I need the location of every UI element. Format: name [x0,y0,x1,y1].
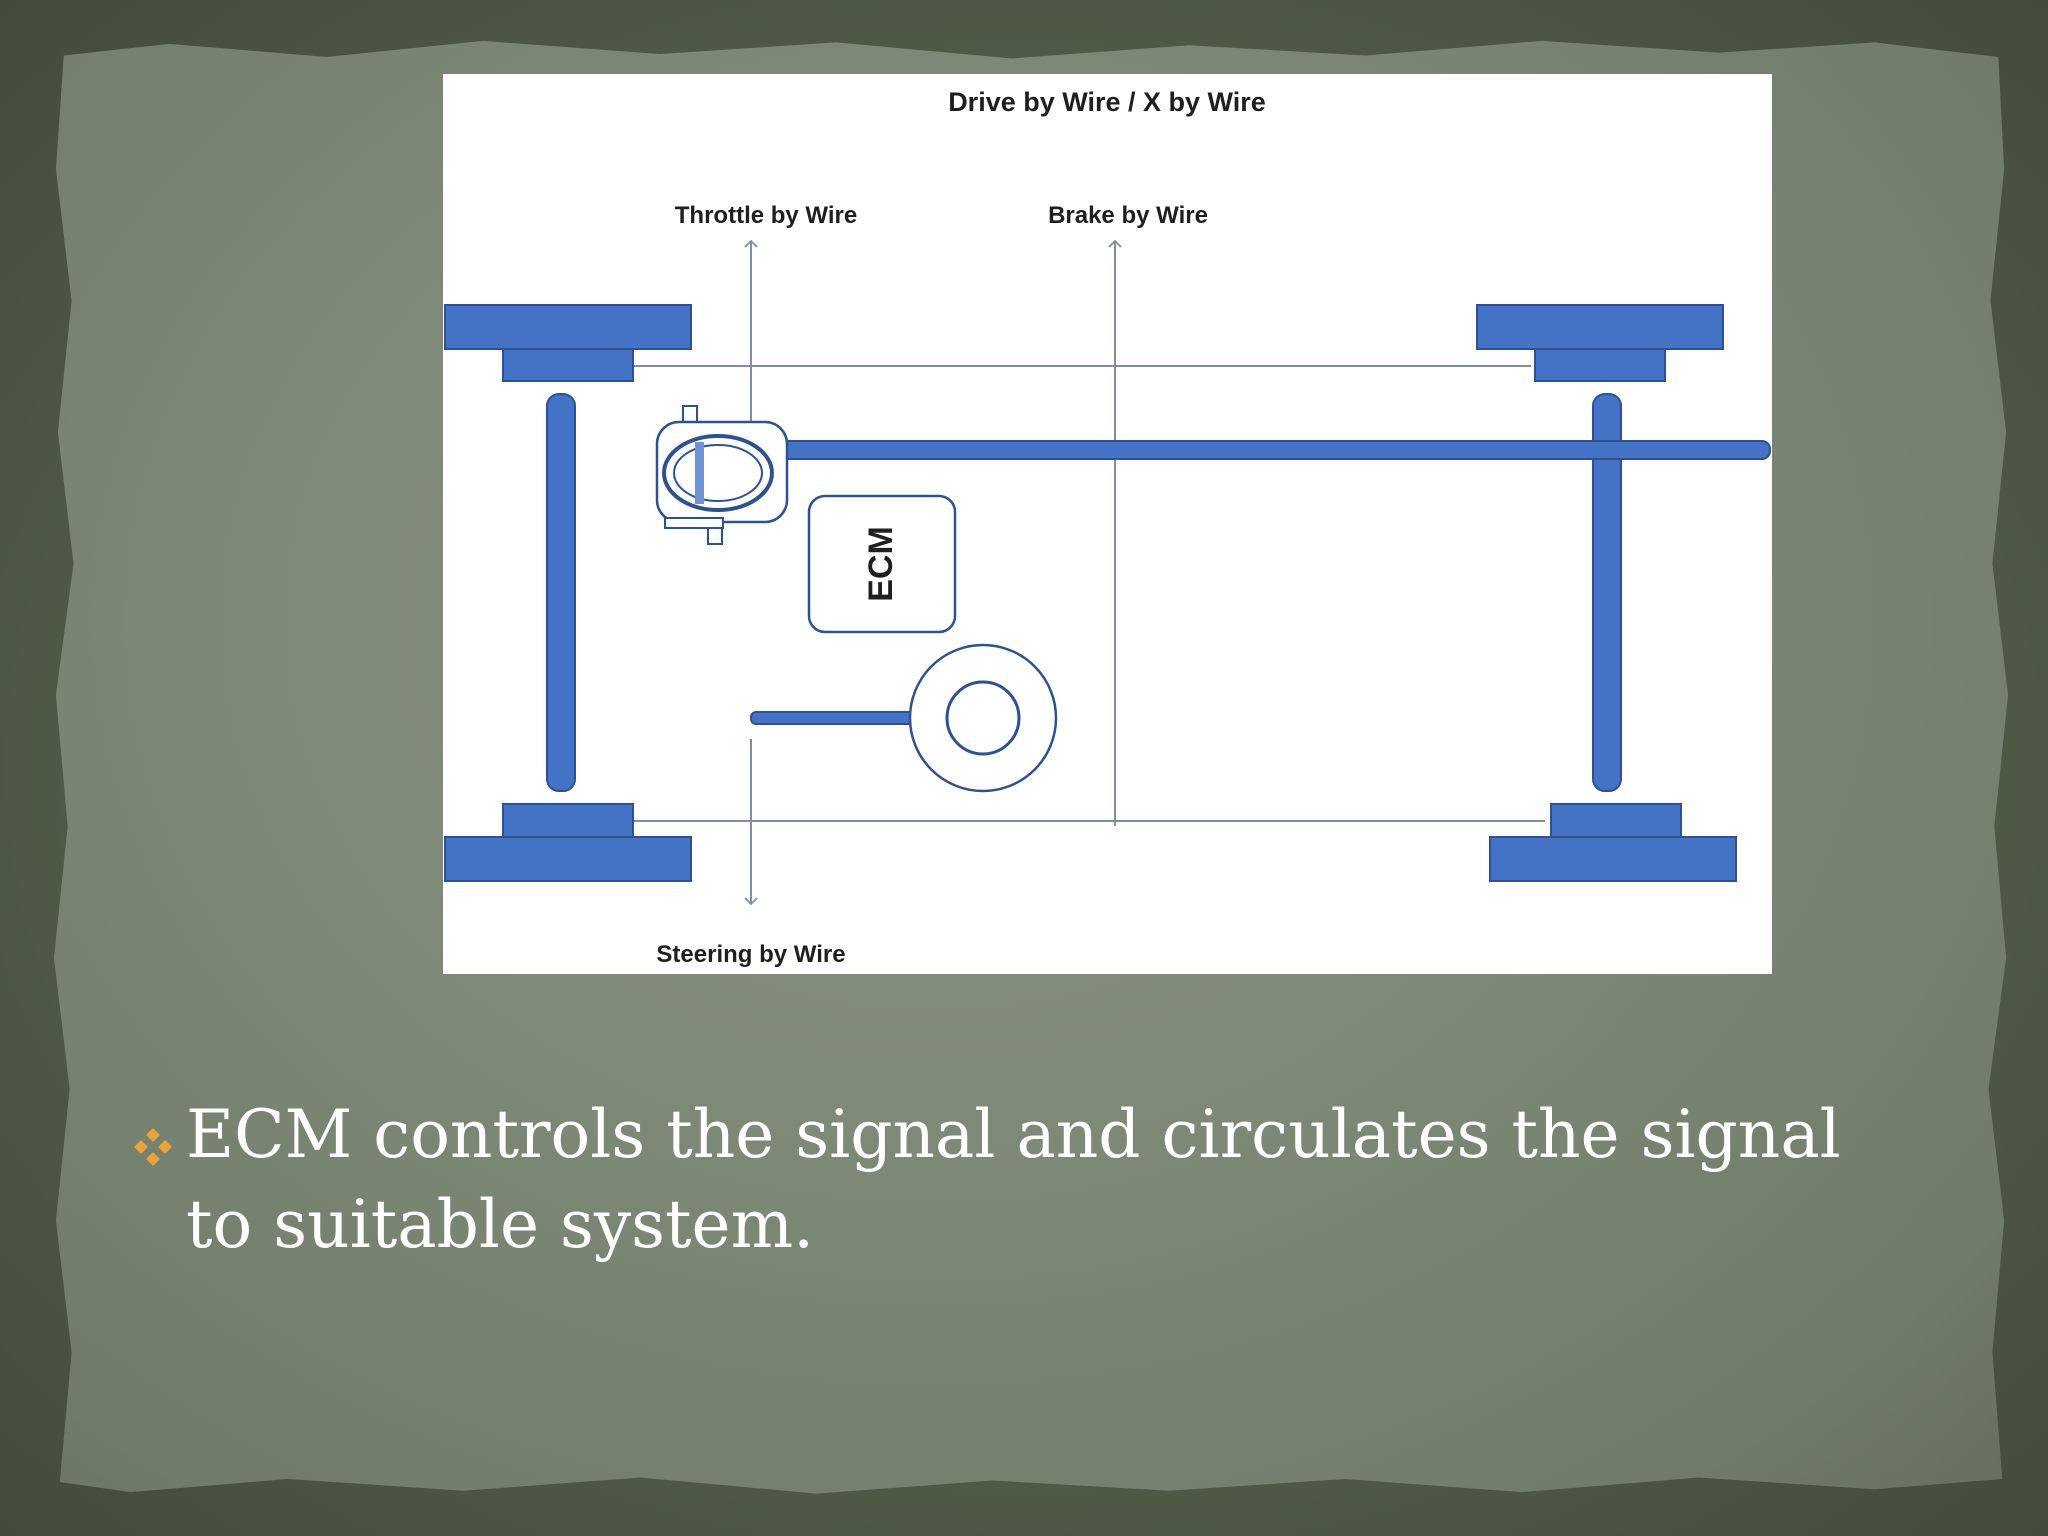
rear-left-wheel [444,803,692,882]
steering-wheel [908,643,1058,793]
left-axle [546,393,576,792]
rear-right-wheel [1489,803,1737,882]
diamond-cluster-icon [134,1128,172,1166]
bullet-text: ECM controls the signal and circulates t… [186,1096,1841,1263]
front-left-wheel [444,304,692,382]
steering-rod [750,711,927,725]
brake-by-wire-label: Brake by Wire [1048,202,1208,229]
diagram-title: Drive by Wire / X by Wire [948,87,1266,117]
ecm-label: ECM [862,526,900,602]
throttle-body [655,405,789,545]
bullet-point: ECM controls the signal and circulates t… [128,1090,1948,1270]
drive-shaft [764,440,1771,460]
front-right-wheel [1476,304,1724,382]
ecm-module: ECM [807,494,957,634]
throttle-by-wire-label: Throttle by Wire [675,202,857,229]
steering-by-wire-label: Steering by Wire [656,941,845,968]
right-axle [1592,393,1622,792]
diagram-canvas: Drive by Wire / X by Wire Throttle by Wi… [444,87,1771,968]
drive-by-wire-diagram: Drive by Wire / X by Wire Throttle by Wi… [443,74,1772,974]
